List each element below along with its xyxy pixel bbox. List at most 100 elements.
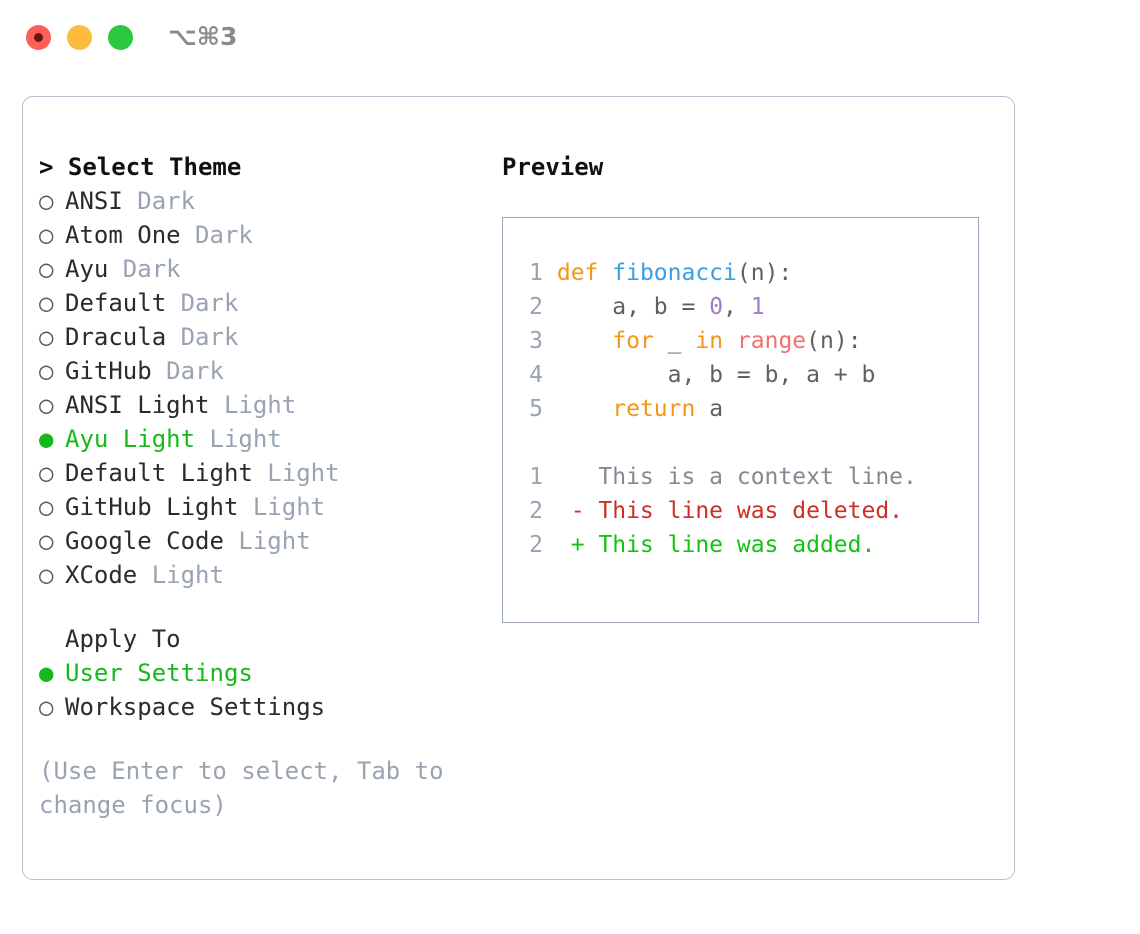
theme-option-name: GitHub [65,357,152,385]
theme-option-name: Atom One [65,221,181,249]
code-token: in [695,328,724,354]
theme-option-row[interactable]: ○ Atom One Dark [39,218,479,252]
theme-option-row[interactable]: ○Google Code Light [39,524,479,558]
theme-option-row[interactable]: ○XCode Light [39,558,479,592]
code-line: 5 return a [517,392,978,426]
theme-option-name: ANSI [65,187,123,215]
apply-to-option-label: Workspace Settings [65,693,326,721]
apply-to-option-row[interactable]: ●User Settings [39,656,479,690]
theme-option-name: Default [65,289,167,317]
theme-option-row[interactable]: ○Default Light Light [39,456,479,490]
radio-unselected-icon[interactable]: ○ [39,357,54,385]
diff-line: 1 This is a context line. [517,460,978,494]
theme-option-name: Default Light [65,459,253,487]
theme-option-name: GitHub Light [65,493,239,521]
theme-option-row[interactable]: ○ GitHub Dark [39,354,479,388]
code-line: 3 for _ in range(n): [517,324,978,358]
diff-marker [543,464,598,490]
radio-selected-icon[interactable]: ● [39,659,54,687]
diff-text: This line was deleted. [598,498,904,524]
radio-unselected-icon[interactable]: ○ [39,221,54,249]
theme-option-variant: Light [209,391,297,419]
apply-to-option-row[interactable]: ○ Workspace Settings [39,690,479,724]
keyboard-hint-text: (Use Enter to select, Tab to change focu… [39,757,459,819]
code-line: 1 def fibonacci(n): [517,256,978,290]
theme-option-row[interactable]: ○ Default Dark [39,286,479,320]
theme-selector-card: > Select Theme ○ANSI Dark○Atom One Dark○… [22,96,1015,880]
theme-option-variant: Light [195,425,282,453]
code-token: for [612,328,654,354]
radio-unselected-icon[interactable]: ○ [39,187,54,215]
theme-option-name: XCode [65,561,138,589]
radio-unselected-icon[interactable]: ○ [39,527,54,555]
radio-unselected-icon[interactable]: ○ [39,561,54,589]
theme-option-row[interactable]: ● Ayu Light Light [39,422,479,456]
radio-selected-icon[interactable]: ● [39,425,54,453]
theme-option-name: Ayu Light [65,425,196,453]
theme-option-name: ANSI Light [65,391,210,419]
radio-unselected-icon[interactable]: ○ [39,289,54,317]
code-line-number: 2 [529,294,543,320]
code-line: 4 a, b = b, a + b [517,358,978,392]
code-line-number: 1 [529,260,543,286]
keyboard-shortcut-label: ⌥⌘3 [168,22,238,51]
code-gutter-space [543,396,557,422]
code-token: a, b = [556,294,710,320]
diff-text: This is a context line. [598,464,917,490]
preview-column: Preview 1 def fibonacci(n):2 a, b = 0, 1… [502,150,992,623]
apply-to-list: ●User Settings ○ Workspace Settings [39,656,479,724]
code-token: a [695,396,724,422]
code-token: (n): [736,260,793,286]
diff-marker: - [543,498,599,524]
theme-option-variant: Dark [151,357,224,385]
theme-option-variant: Light [238,493,326,521]
code-line: 2 a, b = 0, 1 [517,290,978,324]
code-token: return [612,396,696,422]
code-token: fibonacci [612,260,737,286]
radio-unselected-icon[interactable]: ○ [39,693,54,721]
theme-option-name: Ayu [65,255,109,283]
theme-list: ○ ANSI Dark ○ Atom One Dark ○ Ayu Dark ○ Defaul… [39,184,479,592]
code-token: a, b = b, a + b [556,362,876,388]
diff-line: 2 - This line was deleted. [517,494,978,528]
code-token [723,328,737,354]
close-window-button[interactable] [26,25,51,50]
diff-sample: 1 This is a context line.2 - This line w… [517,460,978,562]
theme-option-variant: Dark [166,289,239,317]
code-token: , [723,294,751,320]
title-bar: ⌥⌘3 [0,0,1140,78]
apply-to-header-indent [39,622,65,656]
traffic-light-controls [26,25,133,50]
theme-option-variant: Dark [122,187,196,215]
select-theme-header: > Select Theme [39,153,242,181]
radio-unselected-icon[interactable]: ○ [39,391,54,419]
maximize-window-button[interactable] [108,25,133,50]
diff-line-number: 1 [529,464,543,490]
radio-unselected-icon[interactable]: ○ [39,493,54,521]
code-token: range [736,328,807,354]
code-line-number: 5 [529,396,543,422]
diff-line-number: 2 [529,498,543,524]
theme-option-row[interactable]: ○Dracula Dark [39,320,479,354]
theme-option-variant: Dark [108,255,181,283]
theme-option-row[interactable]: ○ ANSI Light Light [39,388,479,422]
theme-option-variant: Dark [166,323,239,351]
code-token: (n): [806,328,862,354]
theme-option-variant: Dark [180,221,253,249]
apply-to-header-label: Apply To [65,625,181,653]
diff-marker: + [543,532,599,558]
radio-unselected-icon[interactable]: ○ [39,459,54,487]
radio-unselected-icon[interactable]: ○ [39,323,54,351]
radio-unselected-icon[interactable]: ○ [39,255,54,283]
code-line-number: 3 [529,328,543,354]
theme-option-row[interactable]: ○ ANSI Dark [39,184,479,218]
preview-title: Preview [502,153,604,181]
theme-list-column: > Select Theme ○ANSI Dark○Atom One Dark○… [39,150,479,822]
minimize-window-button[interactable] [67,25,92,50]
theme-option-row[interactable]: ○ GitHub Light Light [39,490,479,524]
code-gutter-space [543,294,557,320]
theme-option-row[interactable]: ○ Ayu Dark [39,252,479,286]
code-token: _ [653,328,696,354]
